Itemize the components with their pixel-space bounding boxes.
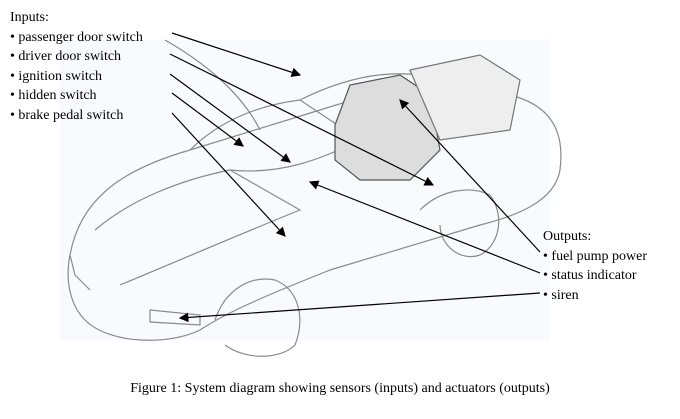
figure-caption: Figure 1: System diagram showing sensors… <box>130 381 550 396</box>
arrow-passenger-door <box>171 32 302 77</box>
arrow-siren <box>178 292 541 323</box>
output-item: • siren <box>543 287 579 303</box>
connector-arrows <box>169 32 541 323</box>
arrow-driver-door <box>169 53 435 186</box>
car-illustration <box>67 39 562 357</box>
arrow-hidden <box>171 92 244 147</box>
output-item: • fuel pump power <box>543 248 648 264</box>
arrow-status <box>308 180 541 274</box>
inputs-list: Inputs: • passenger door switch • driver… <box>10 8 143 125</box>
outputs-list: Outputs: • fuel pump power • status indi… <box>543 227 647 305</box>
input-item: • ignition switch <box>10 68 103 84</box>
input-item: • passenger door switch <box>10 29 143 45</box>
input-item: • brake pedal switch <box>10 107 124 123</box>
arrow-fuel-pump <box>399 99 541 253</box>
arrow-ignition <box>169 73 291 163</box>
inputs-heading: Inputs: <box>10 10 49 25</box>
output-item: • status indicator <box>543 268 637 283</box>
input-item: • driver door switch <box>10 49 122 64</box>
input-item: • hidden switch <box>10 88 97 103</box>
outputs-heading: Outputs: <box>543 229 592 244</box>
arrow-brake <box>171 112 286 237</box>
